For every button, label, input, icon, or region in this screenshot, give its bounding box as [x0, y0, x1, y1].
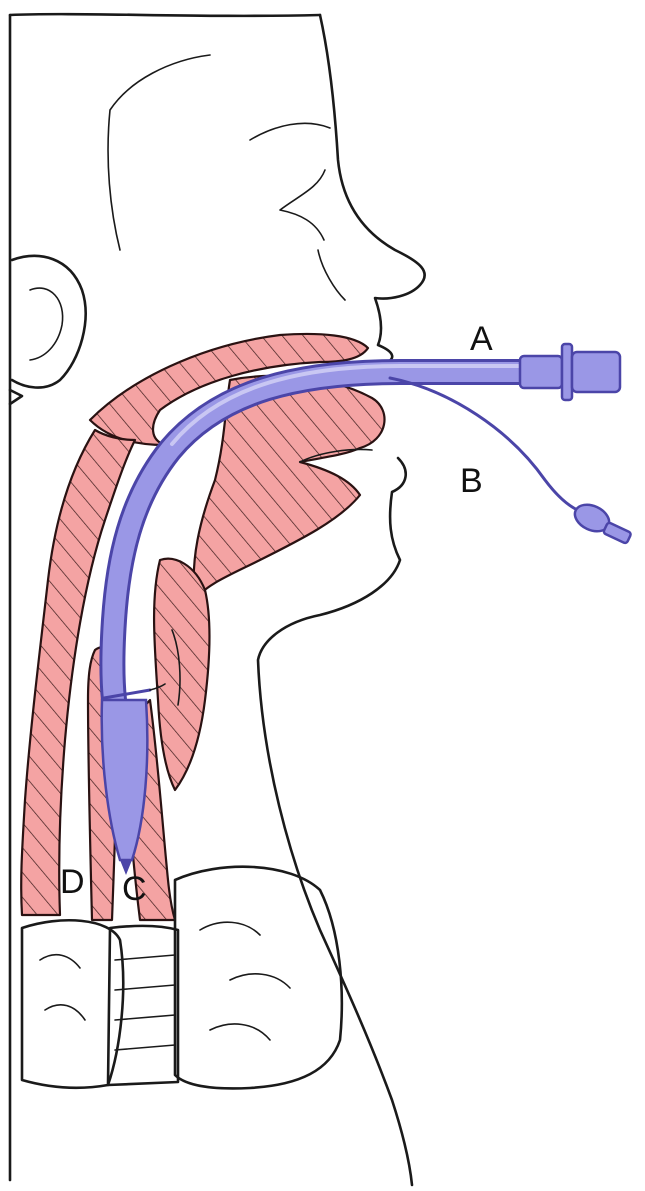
label-c: C	[122, 870, 147, 908]
ear-inner	[30, 288, 63, 360]
top-edge	[10, 14, 320, 16]
pilot-line	[390, 378, 590, 514]
tube-connector	[520, 356, 562, 388]
pilot-valve	[603, 522, 632, 544]
hairline	[108, 55, 210, 250]
eye-outline	[280, 170, 325, 240]
trachea-rings	[108, 926, 178, 1085]
tissue-texture	[40, 922, 290, 1040]
cheek-line	[318, 250, 345, 300]
label-b: B	[460, 462, 483, 500]
ear-outline	[12, 256, 86, 388]
epiglottis-tissue	[154, 559, 209, 790]
thyroid-right	[175, 867, 342, 1089]
eyebrow	[250, 123, 330, 140]
connector-flange	[562, 344, 572, 400]
neck-notch	[10, 390, 22, 404]
label-d: D	[60, 863, 85, 901]
connector-adapter	[572, 352, 620, 392]
label-a: A	[470, 320, 493, 358]
